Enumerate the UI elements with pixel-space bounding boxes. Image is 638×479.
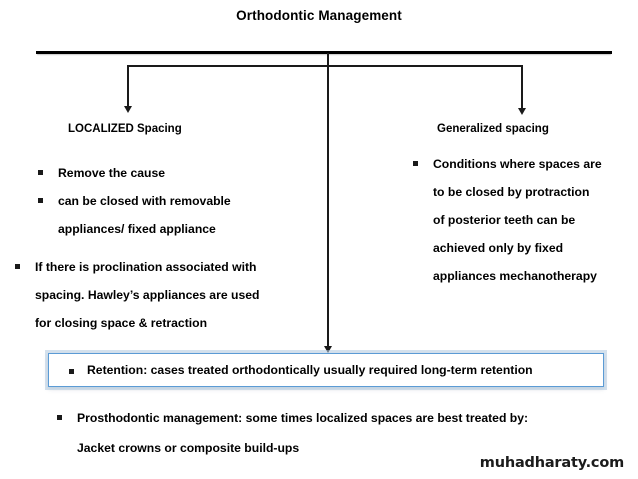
connector-horizontal <box>127 65 523 67</box>
prosthodontic-block: Prosthodontic management: some times loc… <box>55 403 585 463</box>
connector-vertical-center <box>327 53 329 348</box>
left-branch-paragraph: If there is proclination associated with… <box>15 253 315 337</box>
list-item: Remove the cause <box>38 159 306 187</box>
right-branch-list: Conditions where spaces are to be closed… <box>413 150 629 290</box>
list-item-line: achieved only by fixed <box>433 241 564 255</box>
bullet-square-icon <box>15 264 20 269</box>
left-branch-list: Remove the cause can be closed with remo… <box>38 159 306 243</box>
list-item-line: appliances mechanotherapy <box>433 269 597 283</box>
bullet-square-icon <box>38 198 43 203</box>
list-item: If there is proclination associated with <box>15 253 315 281</box>
list-item-line: appliances/ fixed appliance <box>58 222 216 236</box>
list-item-line: Conditions where spaces are <box>433 157 602 171</box>
branch-heading-generalized: Generalized spacing <box>437 123 549 135</box>
list-item-line: for closing space & retraction <box>35 316 208 330</box>
list-item: Prosthodontic management: some times loc… <box>55 403 585 433</box>
list-item-line: of posterior teeth can be <box>433 213 576 227</box>
site-watermark: muhadharaty.com <box>479 455 624 471</box>
page-title: Orthodontic Management <box>236 8 402 23</box>
bullet-square-icon <box>413 161 418 166</box>
bullet-square-icon <box>57 415 62 420</box>
list-item: can be closed with removable <box>38 187 306 215</box>
retention-callout-box: Retention: cases treated orthodontically… <box>48 353 604 387</box>
title-divider-rule <box>36 51 612 54</box>
arrowhead-center-icon <box>324 346 332 353</box>
list-item-line: Prosthodontic management: some times loc… <box>77 411 529 425</box>
list-item-line: can be closed with removable <box>58 194 231 208</box>
list-item-line: spacing. Hawley’s appliances are used <box>35 288 260 302</box>
list-item-line: Jacket crowns or composite build-ups <box>77 441 300 455</box>
list-item-line: If there is proclination associated with <box>35 260 257 274</box>
retention-text-row: Retention: cases treated orthodontically… <box>49 363 533 377</box>
list-item-line: to be closed by protraction <box>433 185 590 199</box>
arrowhead-right-icon <box>518 108 526 115</box>
connector-vertical-right <box>521 65 523 109</box>
branch-heading-localized: LOCALIZED Spacing <box>68 123 182 135</box>
bullet-square-icon <box>38 170 43 175</box>
arrowhead-left-icon <box>124 106 132 113</box>
connector-vertical-left <box>127 65 129 107</box>
retention-text: Retention: cases treated orthodontically… <box>87 363 533 377</box>
list-item-line: Remove the cause <box>58 166 166 180</box>
list-item: Conditions where spaces are <box>413 150 629 178</box>
bullet-square-icon <box>69 369 74 374</box>
